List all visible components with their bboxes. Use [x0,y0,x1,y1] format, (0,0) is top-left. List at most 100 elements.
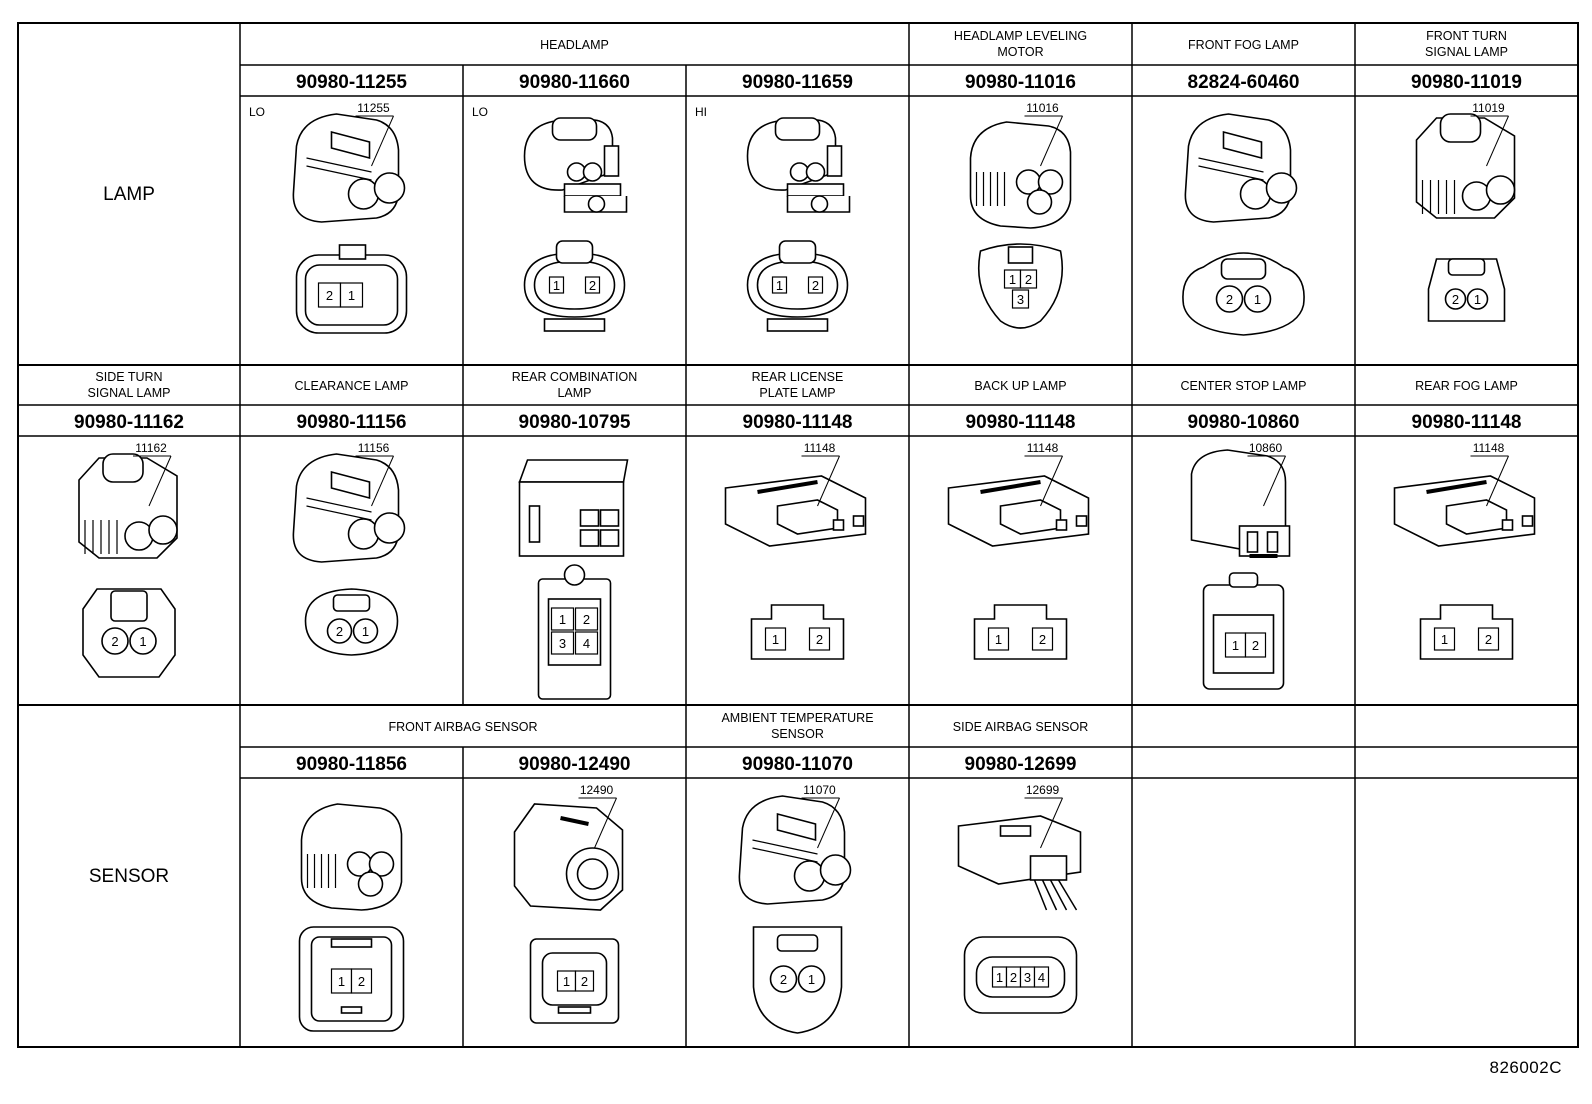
callout-label: 12490 [580,783,614,797]
pin-cavity [574,970,595,992]
housing-rib [1198,157,1264,173]
pin-number: 1 [139,634,146,649]
pin-cavity [1477,627,1500,651]
housing-marking [757,480,818,494]
connector-view-ribbed-3 [969,121,1072,229]
part-number: 90980-10795 [519,412,631,433]
callout-leader [1040,797,1063,849]
lead-wire [1057,879,1078,911]
group-label: SIGNAL LAMP [1425,45,1508,59]
callout-label: 11156 [358,441,390,455]
callout-leader [1040,115,1063,167]
lead-wire [1041,879,1058,911]
group-label: SIDE AIRBAG SENSOR [953,720,1088,734]
variant-label: LO [472,105,488,119]
pin-number: 1 [553,278,560,293]
pin-number: 3 [559,636,566,651]
connector-view-lamp-housing [292,453,406,563]
pin-number: 2 [1452,292,1459,307]
connector-view-locking-clip [523,117,628,213]
group-label: REAR COMBINATION [512,370,637,384]
connector-view-lamp-housing [1184,113,1298,223]
part-number: 90980-12490 [519,754,631,775]
pin-number: 1 [808,972,815,987]
group-label: CENTER STOP LAMP [1181,379,1307,393]
pin-number: 2 [816,632,823,647]
pin-number: 1 [559,612,566,627]
pin-number: 2 [1226,292,1233,307]
part-number: 90980-11156 [297,412,407,433]
category-label-lamp: LAMP [103,184,155,205]
pin-cavity [1031,627,1054,651]
callout-label: 11162 [135,441,167,455]
pin-number: 1 [563,974,570,989]
part-number: 90980-11148 [1412,412,1522,433]
pin-number: 2 [1010,970,1017,985]
callout-leader [1486,455,1509,507]
part-number: 90980-11148 [966,412,1076,433]
housing-marking [980,480,1041,494]
pin-number: 2 [589,278,596,293]
housing-rib [306,497,372,513]
group-label: BACK UP LAMP [974,379,1066,393]
housing-rib [306,165,372,181]
pin-number: 3 [1017,292,1024,307]
lead-wire [1033,879,1048,911]
pin-number: 1 [772,632,779,647]
connector-view-wire-4 [957,815,1082,911]
pin-number: 3 [1024,970,1031,985]
group-label: REAR LICENSE [752,370,844,384]
pin-number: 2 [111,634,118,649]
callout-label: 12699 [1026,783,1060,797]
group-label: AMBIENT TEMPERATURE [721,711,873,725]
callout-leader [1040,455,1063,507]
part-number: 90980-11660 [519,72,630,93]
pin-cavity [1019,269,1038,289]
pin-cavity [550,631,575,655]
connector-cell: 90980-11162 11162 2 1 [74,405,241,705]
part-number: 90980-11070 [742,754,853,775]
part-number: 90980-10860 [1188,412,1300,433]
connector-view-block-ribbed [1415,113,1516,219]
connector-view-tall-2 [1190,449,1291,558]
connector-view-block-ribbed [78,453,178,559]
pin-cavity [574,607,599,631]
pin-cavity [550,607,575,631]
pin-number: 1 [1254,292,1261,307]
housing-rib [752,839,818,855]
pin-cavity [584,276,601,294]
lead-wire [1049,879,1068,911]
connector-view-airbag-plug [513,803,624,911]
part-number: 90980-11162 [74,412,184,433]
pin-cavity [548,276,565,294]
pin-number: 2 [1039,632,1046,647]
pin-cavity [574,631,599,655]
callout-leader [817,455,840,507]
callout-label: 10860 [1249,441,1283,455]
pin-number: 2 [583,612,590,627]
callout-leader [148,455,172,507]
pin-number: 2 [1025,272,1032,287]
part-number: 90980-12699 [965,754,1077,775]
pin-number: 2 [336,624,343,639]
part-number: 90980-11255 [296,72,407,93]
part-number: 90980-11019 [1411,72,1522,93]
pin-cavity [1244,632,1267,658]
group-label: PLATE LAMP [759,386,835,400]
connector-view-lamp-housing [738,795,852,905]
